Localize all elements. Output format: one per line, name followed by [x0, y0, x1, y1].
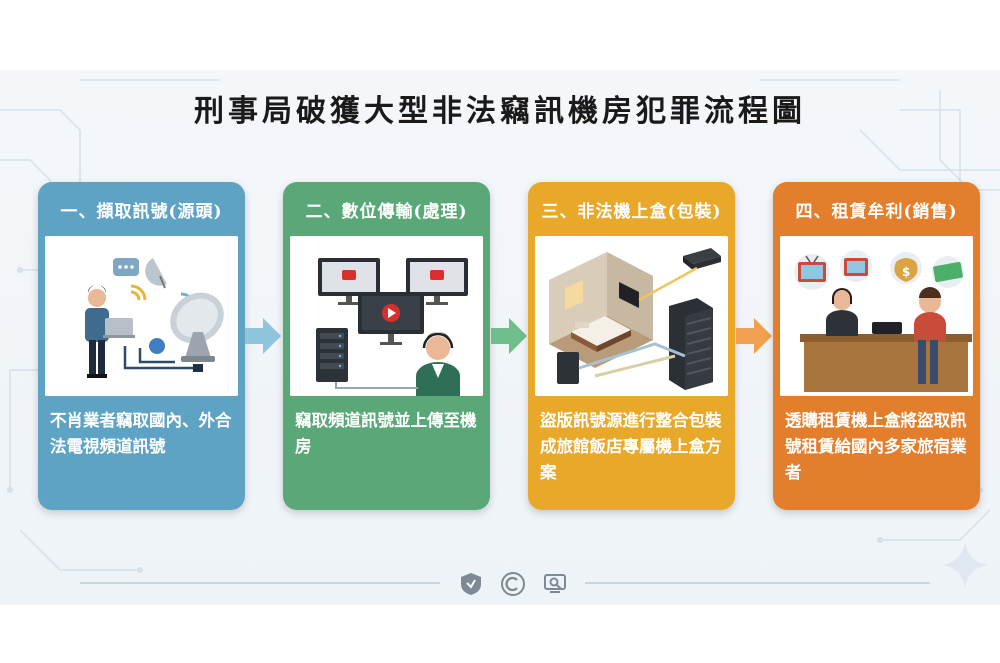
step-card-2: 二、數位傳輸(處理): [283, 182, 490, 510]
svg-text:$: $: [902, 265, 910, 279]
rental-counter-money-illustration: $: [780, 236, 973, 396]
servers-monitors-operator-illustration: [290, 236, 483, 396]
step-3-heading: 三、非法機上盒(包裝): [541, 201, 722, 222]
hotel-room-settopbox-icon: [535, 236, 728, 396]
step-card-1: 一、擷取訊號(源頭): [38, 182, 245, 510]
step-2-heading: 二、數位傳輸(處理): [305, 201, 468, 222]
magnifier-screen-icon: [542, 571, 568, 597]
step-1-description: 不肖業者竊取國內、外合法電視頻道訊號: [50, 411, 232, 456]
hotel-room-settopbox-illustration: [535, 236, 728, 396]
step-4-heading: 四、租賃牟利(銷售): [795, 201, 958, 222]
footer-divider-right: [585, 582, 930, 584]
step-card-3: 三、非法機上盒(包裝): [528, 182, 735, 510]
arrow-right-icon: [736, 318, 772, 354]
step-3-description: 盜版訊號源進行整合包裝成旅館飯店專屬機上盒方案: [540, 411, 722, 482]
footer-icon-group: [458, 570, 568, 598]
satellite-dish-laptop-icon: [45, 236, 238, 396]
shield-badge-icon: [458, 571, 484, 597]
copyright-icon: [500, 571, 526, 597]
page-title: 刑事局破獲大型非法竊訊機房犯罪流程圖: [194, 94, 806, 129]
step-card-4: 四、租賃牟利(銷售) $: [773, 182, 980, 510]
arrow-right-icon: [245, 318, 281, 354]
servers-monitors-operator-icon: [290, 236, 483, 396]
satellite-dish-laptop-illustration: [45, 236, 238, 396]
rental-counter-money-icon: $: [780, 236, 973, 396]
sparkle-icon: [942, 542, 988, 588]
step-4-description: 透購租賃機上盒將盜取訊號租賃給國內多家旅宿業者: [785, 411, 967, 482]
step-1-heading: 一、擷取訊號(源頭): [60, 201, 223, 222]
arrow-right-icon: [491, 318, 527, 354]
footer-divider-left: [80, 582, 440, 584]
step-2-description: 竊取頻道訊號並上傳至機房: [295, 411, 477, 456]
